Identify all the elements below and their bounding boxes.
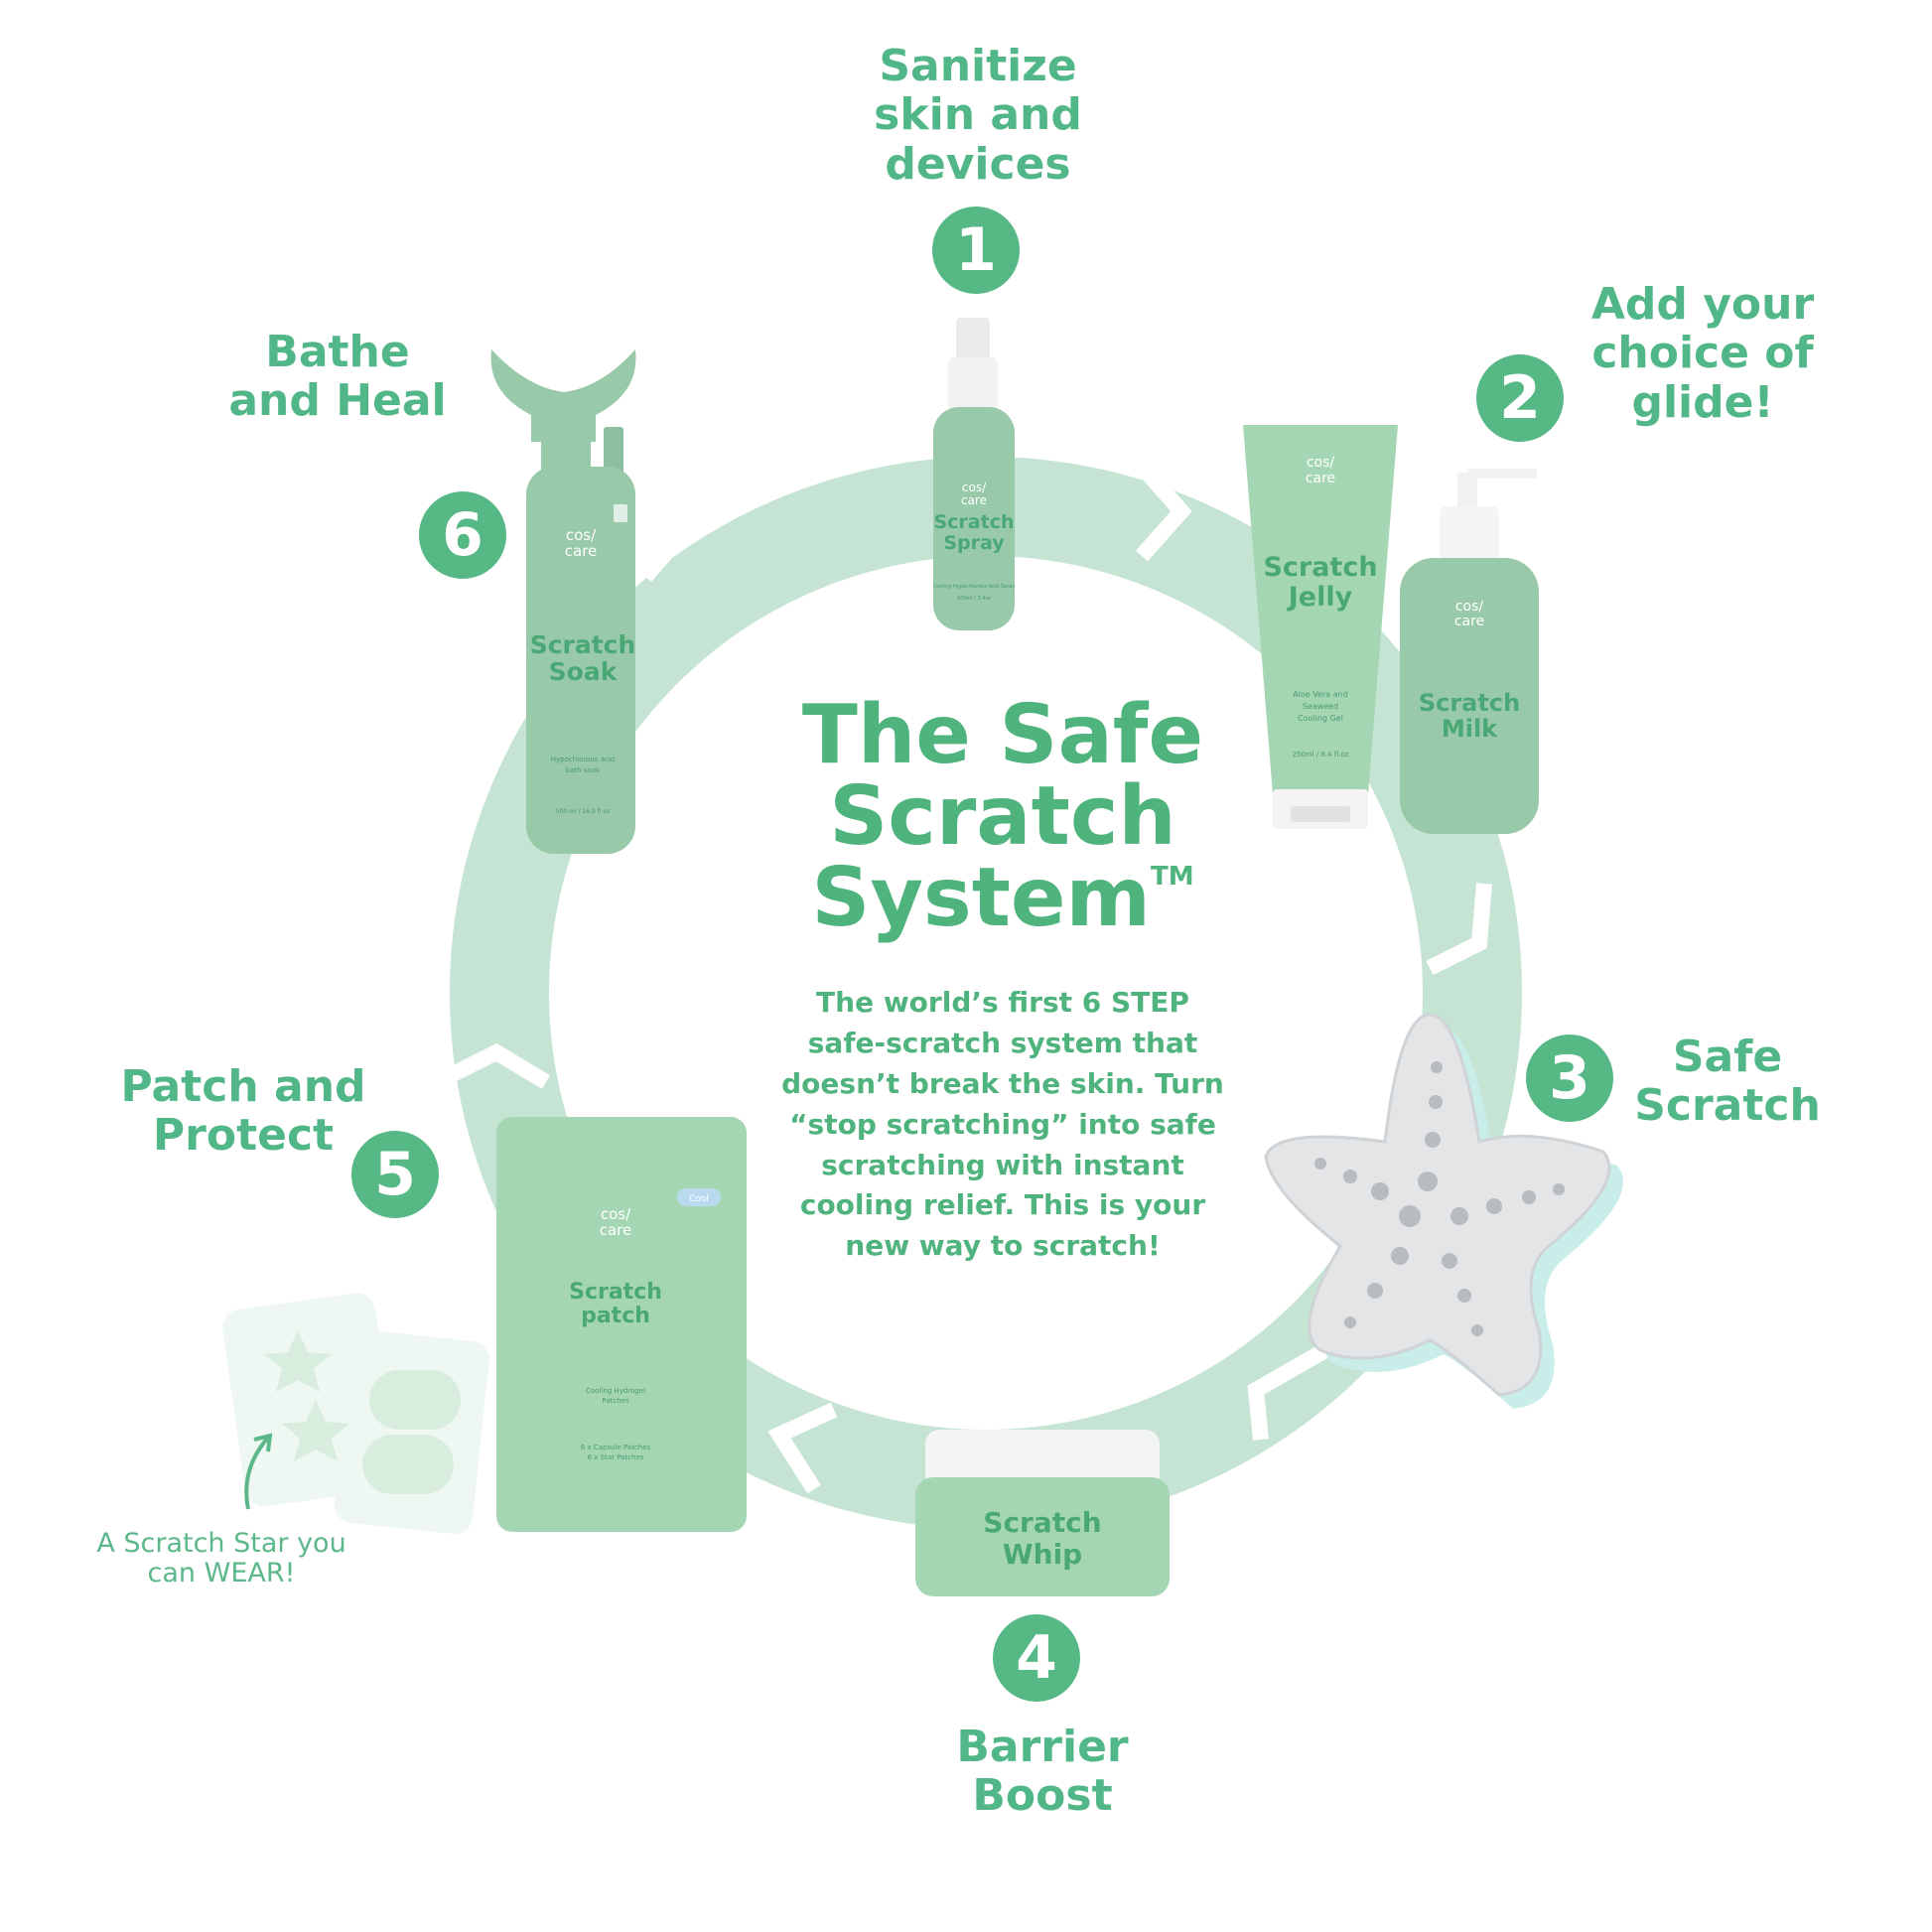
step-2-label: Add your choice of glide! bbox=[1590, 279, 1815, 428]
milk-brand-1: cos/ bbox=[1455, 599, 1484, 615]
scratch-star-device bbox=[1264, 1013, 1623, 1409]
milk-brand-2: care bbox=[1454, 614, 1484, 629]
title-line-1: The Safe bbox=[801, 688, 1204, 782]
step-5-label: Patch and Protect bbox=[120, 1061, 366, 1162]
jelly-name-1: Scratch bbox=[1263, 552, 1377, 583]
soak-size: 500 ml / 16.9 fl oz bbox=[556, 808, 610, 815]
ring-arrow-3 bbox=[1247, 1343, 1329, 1441]
wearable-caption: A Scratch Star you can WEAR! bbox=[96, 1528, 346, 1588]
system-description: The world’s first 6 STEP safe-scratch sy… bbox=[781, 986, 1224, 1263]
step-1-badge: 1 bbox=[932, 207, 1020, 294]
ring-arrow-1 bbox=[1136, 461, 1192, 562]
soak-brand-1: cos/ bbox=[566, 526, 597, 544]
step-3-label: Safe Scratch bbox=[1634, 1032, 1821, 1132]
caption-arrowhead bbox=[253, 1433, 273, 1452]
patch-count-2: 6 x Star Patches bbox=[588, 1453, 644, 1461]
step-5-badge: 5 bbox=[351, 1131, 439, 1218]
whip-name-2: Whip bbox=[1003, 1538, 1082, 1571]
spray-brand-1: cos/ bbox=[962, 481, 987, 494]
trademark: TM bbox=[1150, 862, 1194, 892]
jelly-name-2: Jelly bbox=[1287, 582, 1353, 613]
jelly-sub-2: Seaweed bbox=[1303, 702, 1338, 711]
soak-sub-1: Hypochlorous acid bbox=[551, 756, 616, 763]
step-1-label: Sanitize skin and devices bbox=[874, 41, 1082, 190]
ring-arrow-5 bbox=[433, 1042, 551, 1090]
soak-sub-2: bath soak bbox=[566, 766, 601, 774]
milk-name-2: Milk bbox=[1442, 715, 1498, 743]
patch-count-1: 6 x Capsule Patches bbox=[581, 1444, 651, 1451]
patch-name-1: Scratch bbox=[569, 1280, 662, 1305]
spray-sub: Cooling Hypochlorous Acid Spray bbox=[933, 584, 1016, 590]
ring-arrow-2 bbox=[1426, 883, 1492, 976]
scratch-milk-bottle: cos/ care Scratch Milk bbox=[1400, 469, 1539, 834]
spray-brand-2: care bbox=[961, 493, 987, 507]
jelly-sub-1: Aloe Vera and bbox=[1293, 690, 1348, 699]
step-4-badge: 4 bbox=[993, 1614, 1080, 1702]
scratch-spray-bottle: cos/ care Scratch Spray Cooling Hypochlo… bbox=[933, 318, 1016, 630]
step-6-badge: 6 bbox=[419, 491, 506, 579]
scratch-patch-pouch: Cool cos/ care Scratch patch Cooling Hyd… bbox=[496, 1117, 747, 1532]
jelly-brand-1: cos/ bbox=[1307, 455, 1335, 471]
ring-arrow-4 bbox=[767, 1402, 838, 1494]
step-6-label: Bathe and Heal bbox=[228, 327, 447, 427]
jelly-brand-2: care bbox=[1306, 471, 1335, 486]
jelly-sub-3: Cooling Gel bbox=[1298, 714, 1343, 723]
caption-arrow bbox=[244, 1436, 270, 1510]
soak-name-2: Soak bbox=[549, 657, 619, 686]
wearable-patches bbox=[222, 1293, 489, 1534]
patch-tag: Cool bbox=[689, 1194, 709, 1204]
soak-name-1: Scratch bbox=[530, 630, 636, 659]
step-4-label: Barrier Boost bbox=[956, 1722, 1129, 1822]
step-3-badge: 3 bbox=[1526, 1035, 1613, 1122]
scratch-soak-bottle: cos/ care Scratch Soak Hypochlorous acid… bbox=[490, 349, 636, 854]
system-title: The Safe Scratch SystemTM bbox=[774, 695, 1231, 939]
patch-name-2: patch bbox=[581, 1304, 650, 1328]
title-line-2: Scratch bbox=[829, 769, 1176, 864]
title-line-3: System bbox=[811, 851, 1151, 945]
spray-name-2: Spray bbox=[943, 532, 1005, 554]
milk-name-1: Scratch bbox=[1419, 689, 1520, 717]
scratch-whip-jar: Scratch Whip bbox=[915, 1430, 1170, 1596]
patch-brand-2: care bbox=[600, 1221, 632, 1239]
whip-name-1: Scratch bbox=[983, 1506, 1101, 1539]
step-2-badge: 2 bbox=[1476, 354, 1564, 442]
patch-brand-1: cos/ bbox=[601, 1205, 631, 1223]
patch-sub-2: Patches bbox=[602, 1397, 629, 1405]
jelly-size: 250ml / 8.4 fl.oz bbox=[1293, 751, 1349, 759]
title-line-3-wrap: SystemTM bbox=[774, 858, 1231, 939]
soak-brand-2: care bbox=[565, 542, 598, 560]
spray-name-1: Scratch bbox=[933, 511, 1014, 533]
spray-size: 100ml / 3.4oz bbox=[957, 596, 992, 602]
patch-sub-1: Cooling Hydrogel bbox=[586, 1387, 645, 1395]
scratch-jelly-tube: cos/ care Scratch Jelly Aloe Vera and Se… bbox=[1243, 425, 1398, 829]
